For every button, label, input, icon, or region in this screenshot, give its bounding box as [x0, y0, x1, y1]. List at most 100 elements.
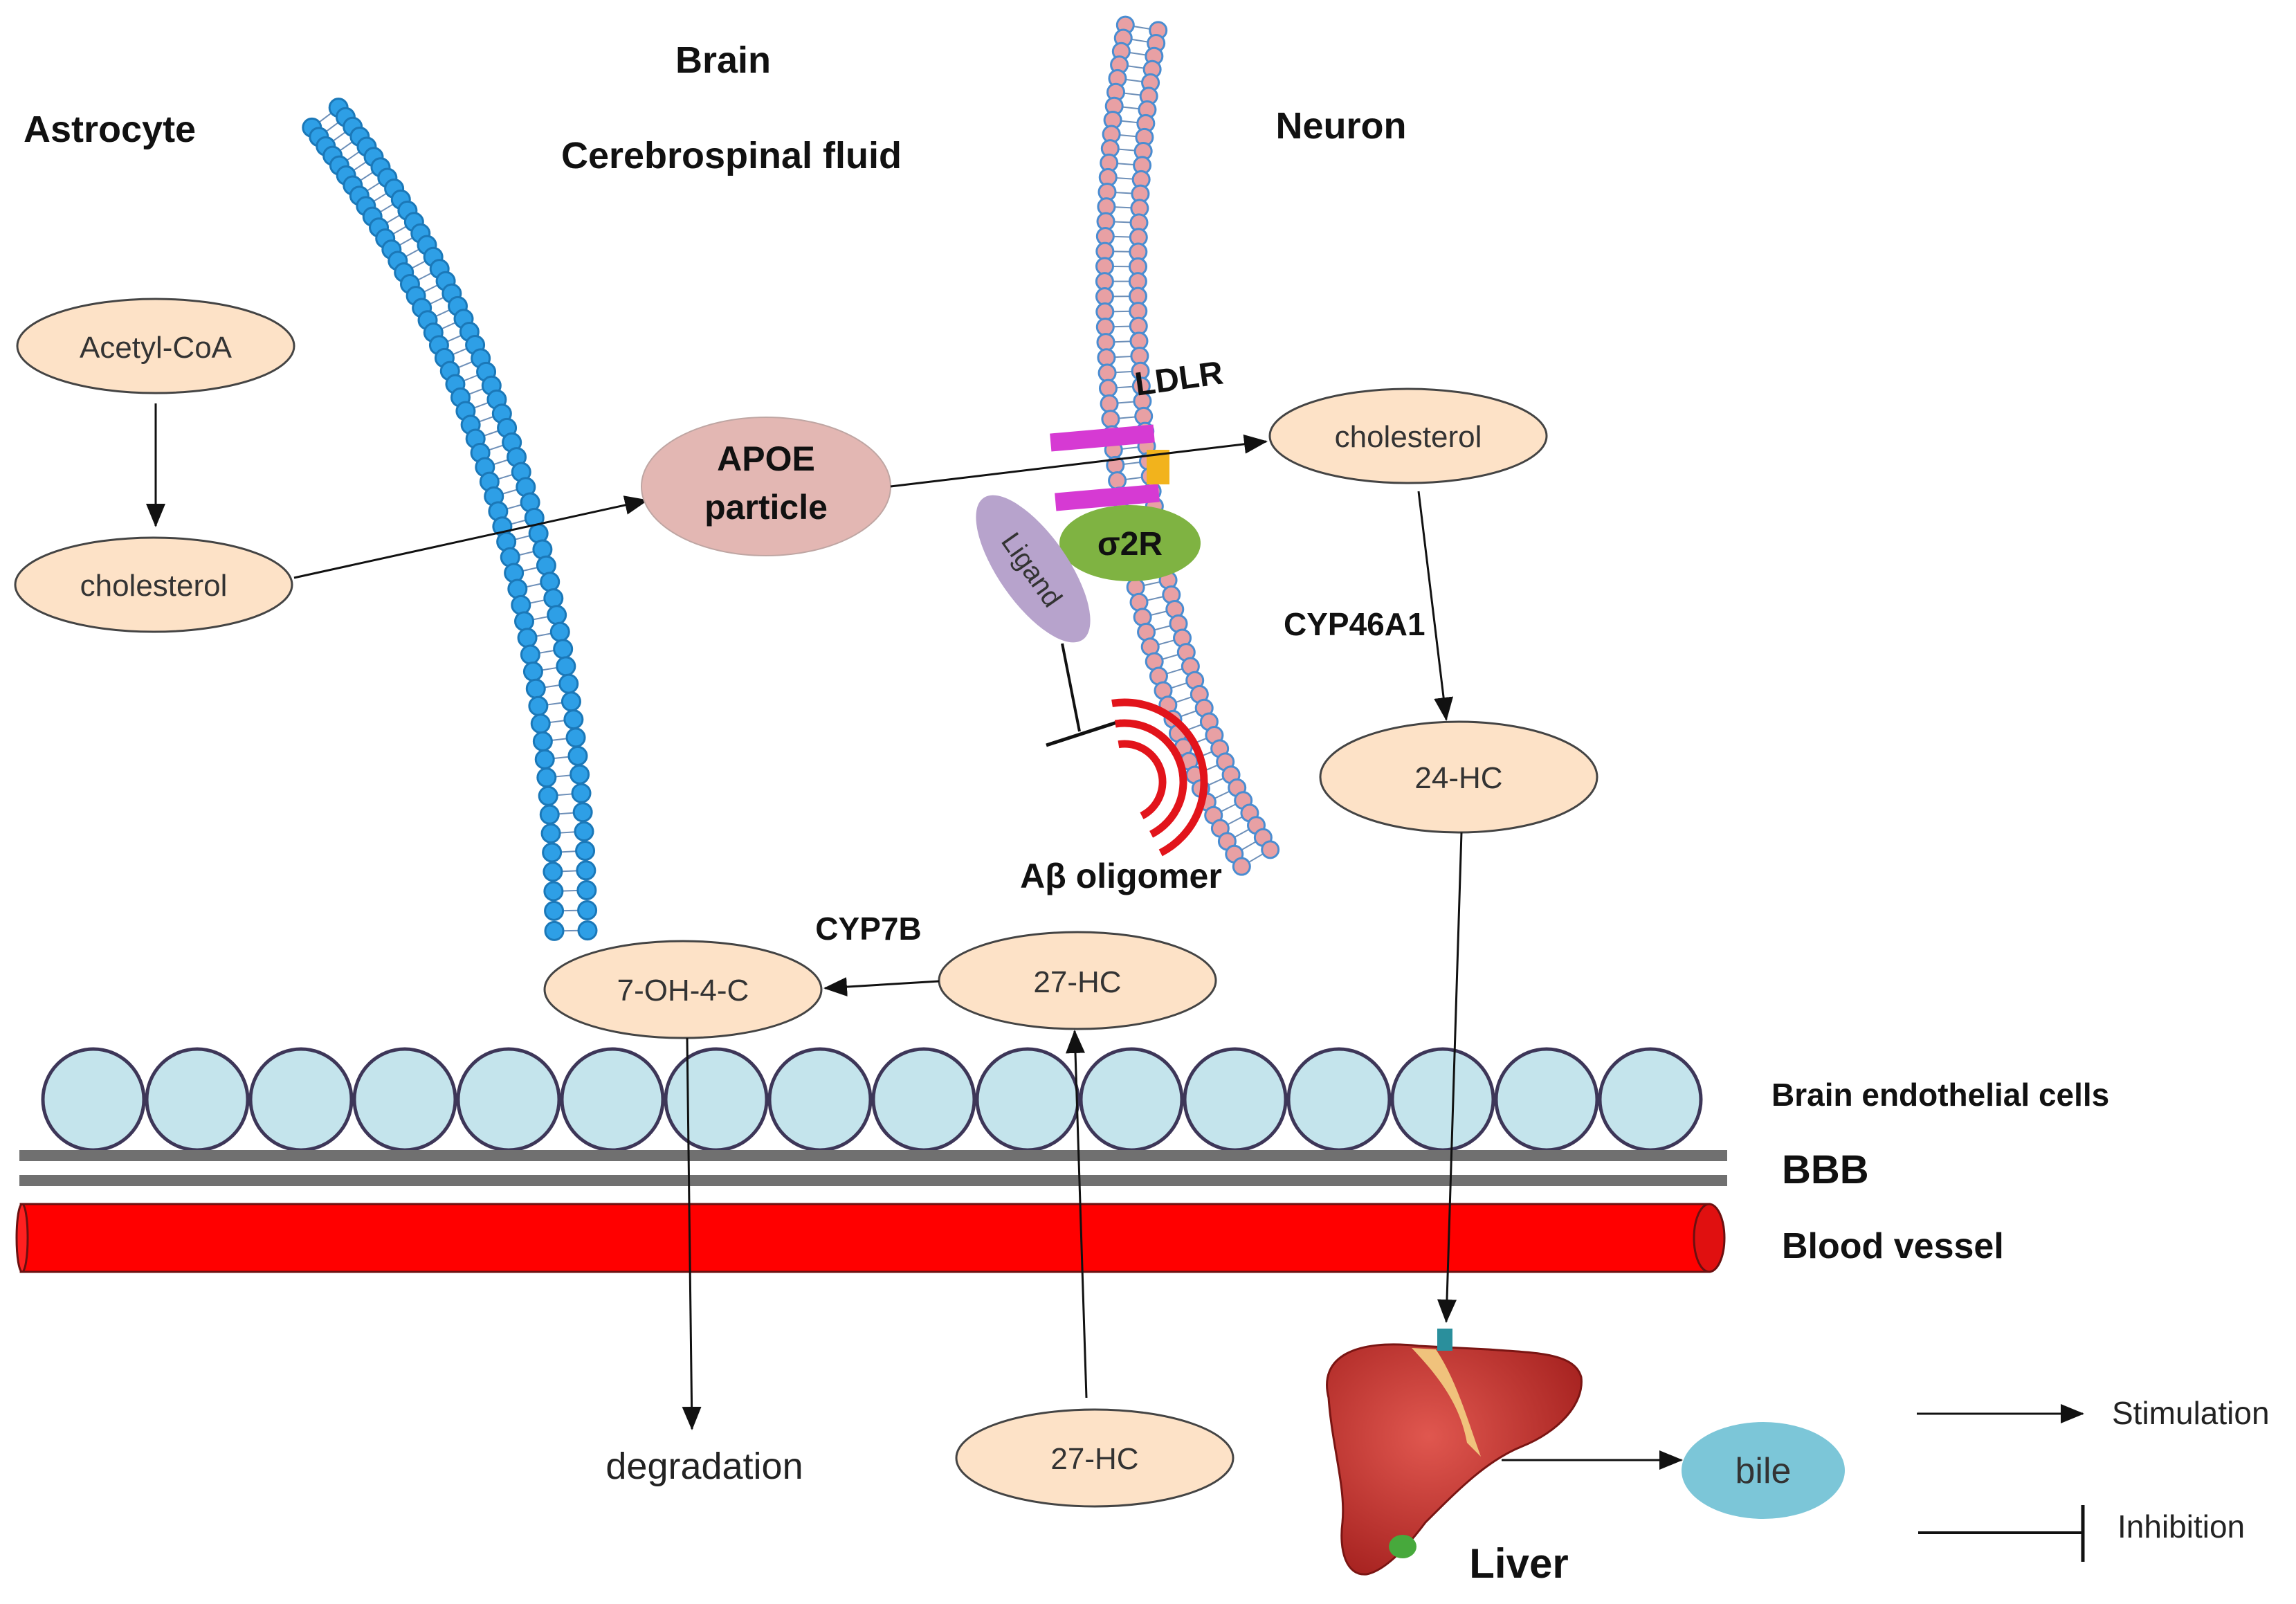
lipid-head [557, 657, 575, 675]
lipid-head [543, 844, 561, 862]
lipid-head [544, 863, 562, 881]
lipid-head [1100, 380, 1116, 397]
degradation-label: degradation [605, 1446, 803, 1487]
lipid-head [1109, 473, 1126, 489]
endothelial-cell [873, 1049, 974, 1150]
lipid-head [512, 596, 530, 614]
lipid-head [529, 697, 547, 715]
lipid-head [578, 922, 596, 940]
blood-vessel-start [17, 1204, 28, 1272]
lipid-head [537, 556, 555, 574]
lipid-head [1102, 411, 1119, 428]
hc27-brain-label: 27-HC [1033, 965, 1121, 999]
liver-label: Liver [1469, 1540, 1568, 1587]
hc24-label: 24-HC [1414, 761, 1502, 795]
astrocyte-label: Astrocyte [24, 109, 196, 150]
lipid-head [567, 729, 585, 747]
lipid-head [545, 882, 563, 900]
lipid-head [542, 824, 560, 842]
apoe-label-line1: APOE [717, 439, 815, 478]
lipid-head [524, 662, 542, 680]
endothelial-label: Brain endothelial cells [1771, 1077, 2109, 1113]
lipid-head [518, 629, 536, 647]
hc27-blood-label: 27-HC [1050, 1442, 1138, 1476]
bbb-line-lower [19, 1175, 1727, 1186]
endothelial-cell [1392, 1049, 1493, 1150]
lipid-head [527, 680, 545, 698]
lipid-head [1233, 858, 1250, 875]
lipid-head [548, 606, 566, 624]
cholesterol-neuron-label: cholesterol [1335, 420, 1482, 454]
abeta-arc [1118, 744, 1163, 816]
oh4c-label: 7-OH-4-C [617, 974, 749, 1008]
abeta-label: Aβ oligomer [1020, 857, 1222, 895]
lipid-head [569, 747, 587, 765]
bbb-label: BBB [1782, 1147, 1869, 1192]
lipid-head [1262, 841, 1279, 858]
cholesterol-to-24hc-arrow [1419, 491, 1446, 720]
astrocyte-membrane [303, 99, 596, 940]
lipid-head [574, 803, 592, 821]
lipid-head [536, 750, 554, 768]
lipid-head [571, 765, 589, 783]
endothelial-cell [354, 1049, 455, 1150]
lipid-head [545, 590, 563, 608]
lipid-head [575, 822, 593, 840]
lipid-head [531, 715, 549, 733]
cyp7b-label: CYP7B [815, 911, 921, 947]
endothelial-cell [666, 1049, 767, 1150]
cyp46a1-label: CYP46A1 [1284, 606, 1425, 642]
legend-inhibition-label: Inhibition [2117, 1509, 2245, 1544]
apoe-label-line2: particle [704, 488, 828, 527]
ligand-inhibition-line [1062, 644, 1079, 731]
blood-vessel-end [1694, 1204, 1724, 1272]
endothelial-cell [977, 1049, 1078, 1150]
lipid-head [554, 640, 572, 658]
lipid-head [576, 842, 594, 860]
lipid-head [545, 902, 563, 920]
brain-label: Brain [675, 39, 771, 81]
csf-label: Cerebrospinal fluid [561, 135, 902, 176]
lipid-head [1127, 579, 1144, 596]
cholesterol-astrocyte-label: cholesterol [80, 569, 228, 603]
bbb-line-upper [19, 1150, 1727, 1161]
ligand-inhibition-bar [1046, 721, 1121, 745]
cholesterol-to-apoe-arrow [294, 500, 647, 578]
lipid-head [1097, 334, 1114, 351]
endothelial-cell [147, 1049, 248, 1150]
endothelial-cell [562, 1049, 663, 1150]
lipid-head [539, 787, 557, 805]
acetyl-coa-label: Acetyl-CoA [80, 331, 233, 365]
endothelial-cell [250, 1049, 352, 1150]
endothelial-cell [1185, 1049, 1286, 1150]
lipid-head [545, 922, 563, 940]
sigma2r-label: σ2R [1097, 526, 1163, 563]
apoe-particle-node [641, 417, 891, 556]
lipid-head [560, 675, 578, 693]
endothelial-cell [458, 1049, 559, 1150]
lipid-head [578, 882, 596, 900]
lipid-head [541, 573, 559, 591]
liver-icon [1327, 1329, 1582, 1574]
endothelial-cell [1288, 1049, 1390, 1150]
lipid-head [1096, 289, 1113, 305]
lipid-head [577, 862, 595, 880]
lipid-head [1098, 349, 1115, 366]
bile-label: bile [1735, 1451, 1792, 1491]
lipid-head [578, 901, 596, 919]
blood-vessel-label: Blood vessel [1782, 1226, 2004, 1266]
legend-stimulation-label: Stimulation [2112, 1395, 2270, 1431]
lipid-head [538, 769, 556, 787]
hc27-to-oh4c-arrow [825, 981, 939, 988]
endothelial-cell [1496, 1049, 1597, 1150]
lipid-head [551, 623, 569, 641]
lipid-head [1136, 408, 1152, 424]
blood-vessel [21, 1204, 1709, 1272]
lipid-head [534, 732, 552, 750]
endothelial-cell [1600, 1049, 1701, 1150]
endothelial-cell [1081, 1049, 1182, 1150]
lipid-head [572, 784, 590, 802]
endothelial-cell [43, 1049, 144, 1150]
